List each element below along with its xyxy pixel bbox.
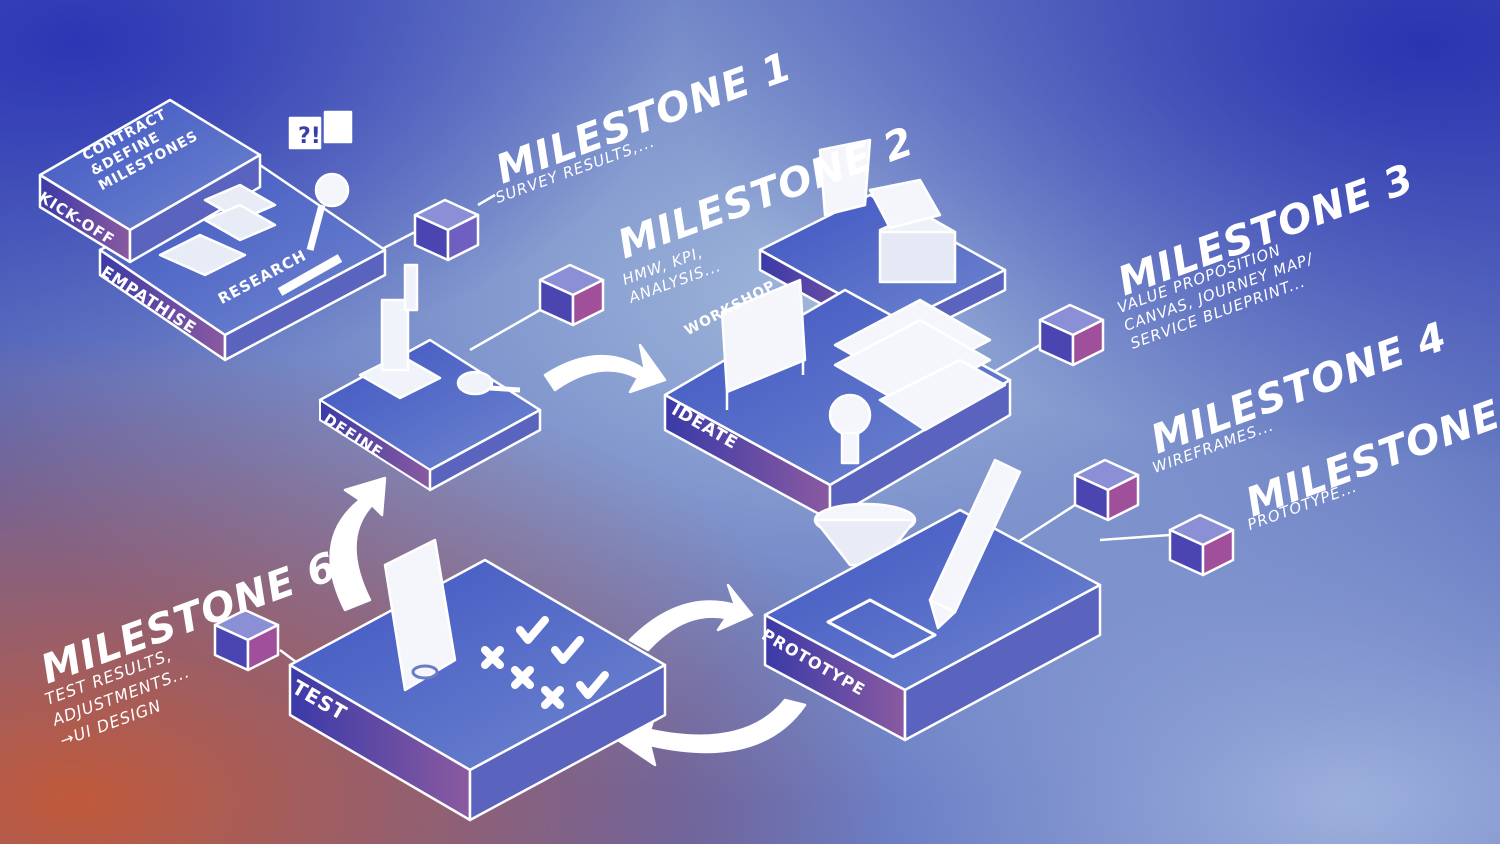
- platform-define: [318, 338, 542, 492]
- gift-box-icon-3: [1038, 303, 1105, 367]
- books-icon: [158, 183, 277, 277]
- lightbulb-icon: [828, 393, 872, 465]
- pencil-prototype-icon: [928, 458, 1022, 630]
- gift-box-icon-2: [538, 263, 605, 327]
- speech-bubble-icon: [288, 110, 353, 150]
- arrow-test-to-define: [329, 476, 387, 612]
- arrow-test-to-prototype: [628, 583, 754, 652]
- paper-stack-icon: [878, 210, 957, 284]
- platform-test: [288, 558, 667, 822]
- platform-kickoff: [38, 98, 262, 264]
- documents-icon: [833, 298, 1007, 432]
- gift-box-icon-1: [413, 198, 480, 262]
- microphone-icon: [306, 172, 350, 251]
- gift-box-icon-6: [213, 608, 280, 672]
- gift-box-icon-4: [1073, 458, 1140, 522]
- gift-box-icon-5: [1168, 513, 1235, 577]
- lightbulb-note-icon: [818, 138, 942, 230]
- sketch-screen-icon: [826, 598, 937, 659]
- smartphone-icon: [383, 538, 457, 692]
- platform-prototype: [763, 508, 1102, 742]
- arrow-define-to-ideate: [543, 343, 667, 394]
- speech-bubble-text: ?!: [298, 124, 321, 149]
- pencil-icon: [277, 254, 343, 296]
- magnifier-icon: [456, 370, 521, 396]
- whiteboard-icon: [720, 278, 807, 410]
- microscope-icon: [358, 263, 442, 400]
- checkmarks-icon: [481, 616, 609, 709]
